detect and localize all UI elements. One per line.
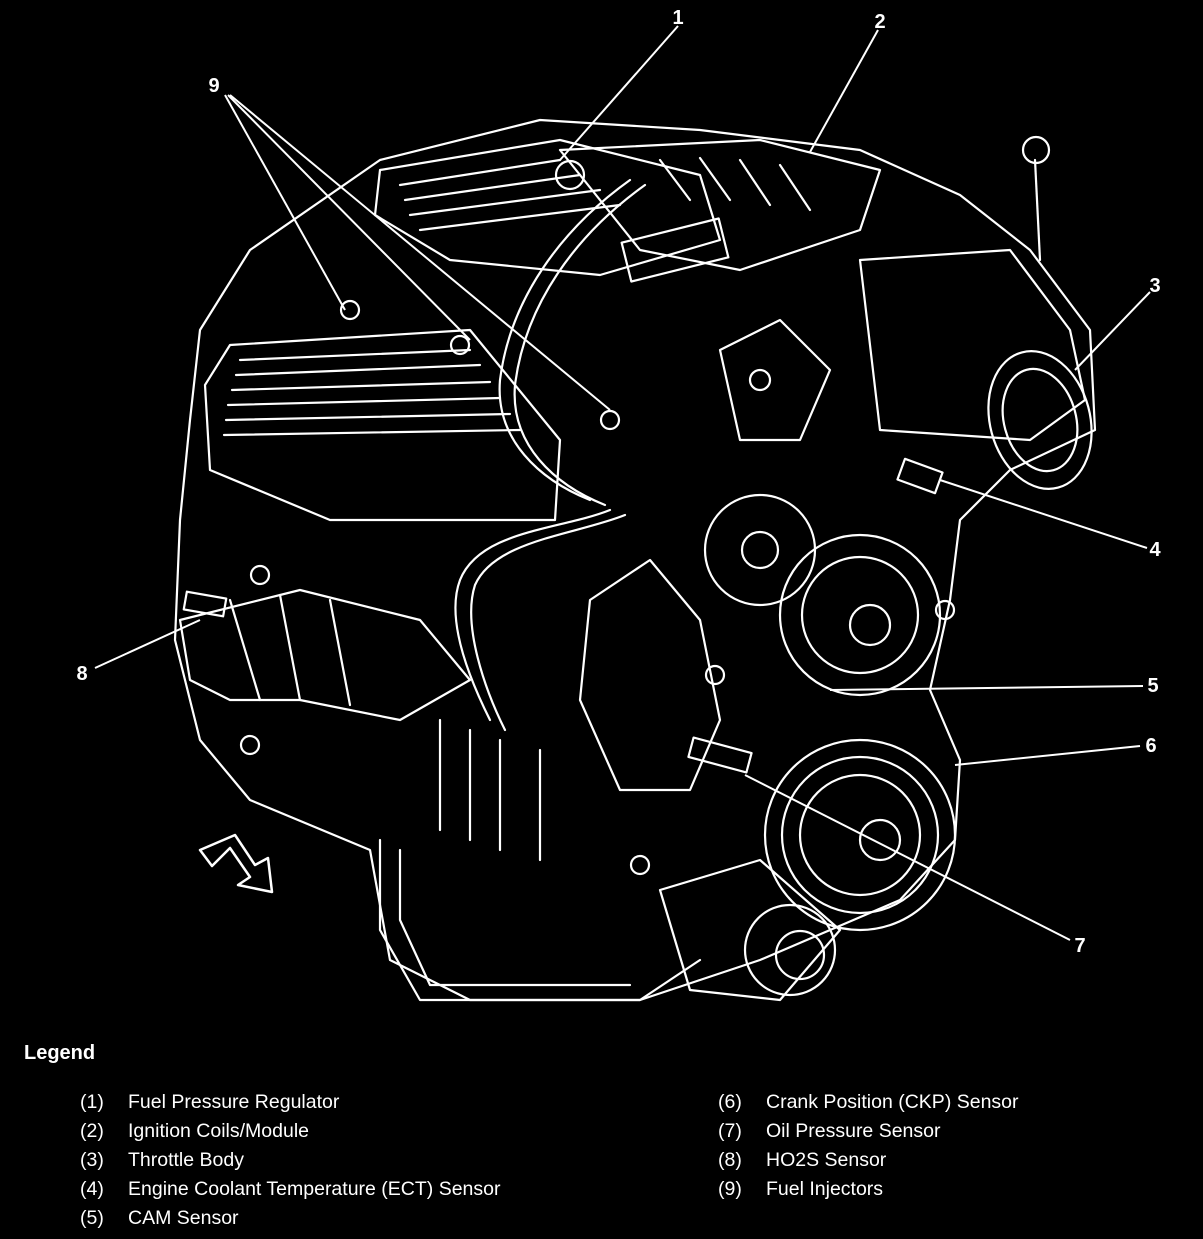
legend-item-number: (9)	[718, 1178, 742, 1200]
valve-cover-left	[203, 328, 562, 522]
engine-outline	[173, 118, 1097, 1002]
idler-pulley	[703, 493, 817, 607]
engine-illustration	[173, 118, 1097, 1002]
callout-6: 6	[1145, 735, 1156, 757]
callout-5: 5	[1147, 675, 1158, 697]
callout-8: 8	[76, 663, 87, 685]
callout-9: 9	[208, 75, 219, 97]
callout-1: 1	[672, 7, 683, 29]
legend-item-label: Ignition Coils/Module	[128, 1120, 310, 1142]
legend-item-number: (6)	[718, 1091, 742, 1113]
callout-7: 7	[1074, 935, 1085, 957]
direction-arrow-icon	[198, 833, 274, 894]
legend-item-number: (4)	[80, 1178, 104, 1200]
wiring-harness	[498, 178, 632, 502]
callout-2: 2	[874, 11, 885, 33]
legend-item-label: Throttle Body	[128, 1149, 244, 1171]
callout-4: 4	[1149, 539, 1161, 561]
oil-filter	[658, 858, 842, 1002]
crank-pulley	[763, 738, 957, 932]
intake-plenum	[373, 138, 722, 277]
engine-diagram: 1 2 3 4 5 6 7 8 9	[76, 7, 1161, 1002]
legend-item: (6) Crank Position (CKP) Sensor	[718, 1088, 1019, 1117]
legend-item-label: CAM Sensor	[128, 1207, 239, 1229]
legend-item: (3) Throttle Body	[80, 1146, 501, 1175]
legend-item: (2) Ignition Coils/Module	[80, 1117, 501, 1146]
legend-item-number: (8)	[718, 1149, 742, 1171]
legend-item-label: Oil Pressure Sensor	[766, 1120, 941, 1142]
callouts: 1 2 3 4 5 6 7 8 9	[76, 7, 1161, 957]
valve-cover-right	[558, 138, 882, 272]
legend-item-label: Fuel Pressure Regulator	[128, 1091, 340, 1113]
legend-item-label: Crank Position (CKP) Sensor	[766, 1091, 1019, 1113]
legend-item-number: (5)	[80, 1207, 104, 1229]
legend-item: (8) HO2S Sensor	[718, 1146, 1019, 1175]
legend-item: (5) CAM Sensor	[80, 1204, 501, 1233]
legend-column-left: (1) Fuel Pressure Regulator (2) Ignition Co…	[80, 1088, 501, 1233]
oil-pan	[378, 838, 702, 1002]
engine-badge	[620, 217, 730, 283]
legend-item: (4) Engine Coolant Temperature (ECT) Sens…	[80, 1175, 501, 1204]
compressor-pulley	[778, 533, 942, 697]
legend-item: (7) Oil Pressure Sensor	[718, 1117, 1019, 1146]
legend: Legend (1) Fuel Pressure Regulator (2) Igni…	[24, 1042, 1184, 1232]
legend-item: (9) Fuel Injectors	[718, 1175, 1019, 1204]
leader-lines	[94, 25, 1151, 941]
callout-3: 3	[1149, 275, 1160, 297]
legend-item-number: (3)	[80, 1149, 104, 1171]
legend-title: Legend	[24, 1042, 96, 1064]
legend-item: (1) Fuel Pressure Regulator	[80, 1088, 501, 1117]
legend-item-number: (2)	[80, 1120, 104, 1142]
dipstick	[1033, 158, 1042, 262]
legend-item-label: Fuel Injectors	[766, 1178, 884, 1200]
legend-item-label: HO2S Sensor	[766, 1149, 887, 1171]
exhaust-manifold	[178, 588, 472, 722]
legend-item-number: (1)	[80, 1091, 104, 1113]
legend-item-label: Engine Coolant Temperature (ECT) Sensor	[128, 1178, 501, 1200]
legend-item-number: (7)	[718, 1120, 742, 1142]
legend-column-right: (6) Crank Position (CKP) Sensor (7) Oil Pre…	[718, 1088, 1019, 1204]
